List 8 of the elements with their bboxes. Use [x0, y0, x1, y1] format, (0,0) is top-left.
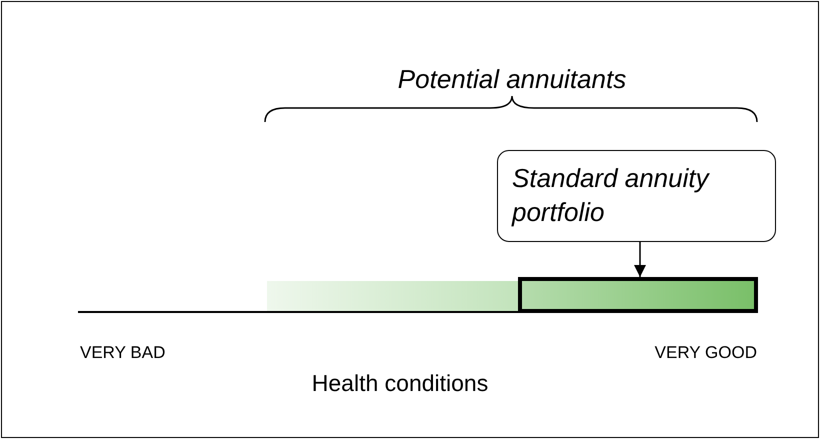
range-bar	[518, 277, 758, 313]
arrow	[634, 242, 646, 277]
gradient-band	[267, 281, 520, 311]
bracket-label: Potential annuitants	[398, 64, 626, 95]
scale-end-label: VERY GOOD	[654, 343, 757, 363]
scale-end-label: VERY BAD	[80, 343, 166, 363]
callout-box: Standard annuity portfolio	[497, 150, 776, 242]
axis-title: Health conditions	[312, 370, 488, 397]
